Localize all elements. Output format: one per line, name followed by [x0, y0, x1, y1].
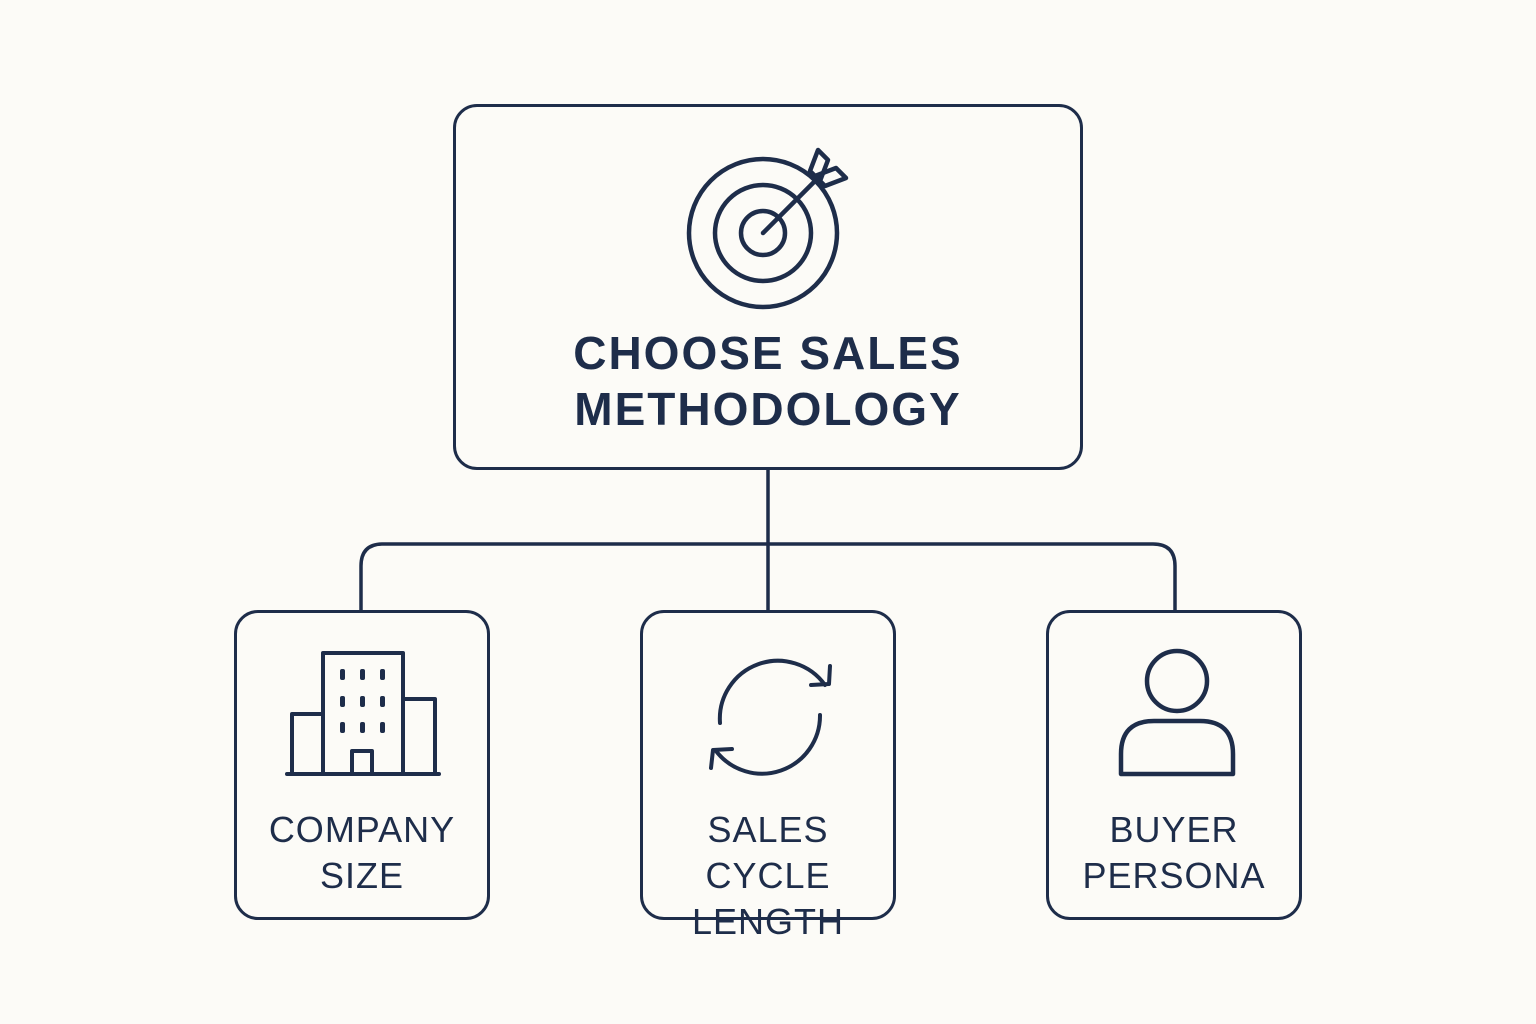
cycle-arrows-icon	[709, 658, 832, 776]
root-title-line-2: METHODOLOGY	[574, 383, 962, 435]
company-size-label: COMPANY SIZE	[237, 807, 487, 899]
root-title: CHOOSE SALES METHODOLOGY	[456, 325, 1080, 437]
company-size-label-line-2: SIZE	[319, 855, 404, 896]
buyer-persona-node: BUYER PERSONA	[1046, 610, 1302, 920]
building-icon	[285, 651, 441, 776]
company-size-label-line-1: COMPANY	[268, 809, 456, 850]
sales-cycle-length-node: SALES CYCLE LENGTH	[640, 610, 896, 942]
company-size-node: COMPANY SIZE	[234, 610, 490, 920]
buyer-persona-label: BUYER PERSONA	[1049, 807, 1299, 899]
sales-cycle-length-label-line-1: SALES CYCLE	[705, 809, 831, 896]
root-title-line-1: CHOOSE SALES	[573, 327, 963, 379]
person-icon	[1118, 648, 1236, 777]
target-arrow-icon	[686, 147, 849, 310]
sales-cycle-length-label: SALES CYCLE LENGTH	[643, 807, 893, 945]
buyer-persona-label-line-2: PERSONA	[1082, 855, 1266, 896]
sales-cycle-length-label-line-2: LENGTH	[691, 901, 845, 942]
buyer-persona-label-line-1: BUYER	[1109, 809, 1239, 850]
root-node: CHOOSE SALES METHODOLOGY	[453, 104, 1083, 470]
